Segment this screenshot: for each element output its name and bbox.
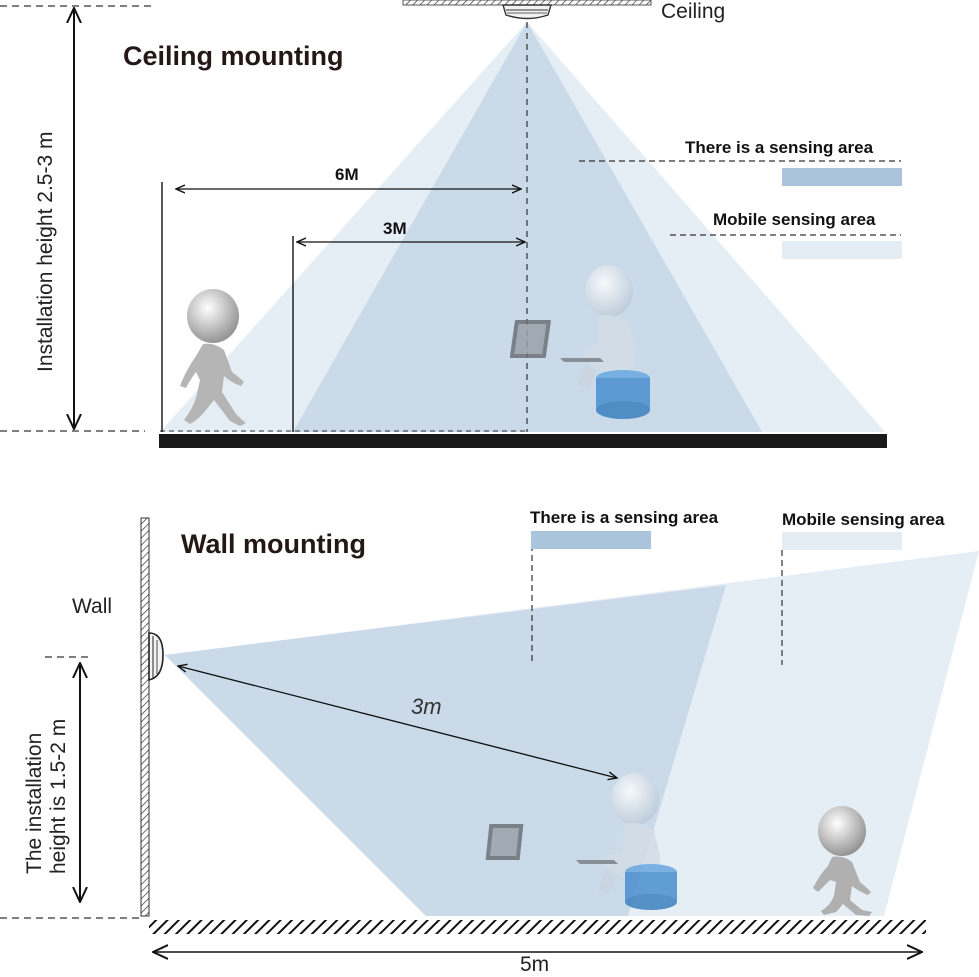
wall-distance-arrow xyxy=(178,666,617,778)
ceiling-presence-area xyxy=(293,22,762,432)
legend-motion-label: Mobile sensing area xyxy=(713,210,876,229)
walking-person-figure xyxy=(180,289,246,426)
ceiling-title: Ceiling mounting xyxy=(123,41,344,71)
wall-label: Wall xyxy=(72,595,113,618)
wall-height-label-line2: height is 1.5-2 m xyxy=(47,718,70,874)
floor-width-label: 5m xyxy=(520,953,550,976)
dim-3m-label: 3M xyxy=(383,219,407,238)
wall-legend-presence-swatch xyxy=(531,531,651,549)
wall-legend-presence-label: There is a sensing area xyxy=(530,508,719,527)
wall-legend-motion-swatch xyxy=(782,532,902,550)
wall-seated-person-figure xyxy=(485,773,677,910)
legend-motion-swatch xyxy=(782,241,902,259)
wall-height-label-line1: The installation xyxy=(23,732,46,874)
ceiling-label: Ceiling xyxy=(661,0,726,23)
legend-presence-swatch xyxy=(782,168,902,186)
wall-section xyxy=(0,517,979,952)
ceiling-plate xyxy=(402,0,652,6)
wall-legend-motion-label: Mobile sensing area xyxy=(782,510,945,529)
ceiling-floor-bar xyxy=(159,434,887,448)
ceiling-height-label: Installation height 2.5-3 m xyxy=(34,131,57,372)
ceiling-section xyxy=(0,0,902,448)
seated-person-figure xyxy=(509,265,650,419)
wall-title: Wall mounting xyxy=(181,529,366,559)
ceiling-sensor-icon xyxy=(502,4,552,20)
wall-height-label: The installation height is 1.5-2 m xyxy=(23,719,71,874)
wall-walking-person-figure xyxy=(813,806,872,916)
wall-sensor-icon xyxy=(148,632,164,681)
wall-strip xyxy=(140,517,150,917)
wall-distance-label: 3m xyxy=(411,694,442,719)
wall-floor-bar xyxy=(149,920,926,934)
legend-presence-label: There is a sensing area xyxy=(685,138,874,157)
dim-6m-label: 6M xyxy=(335,165,359,184)
